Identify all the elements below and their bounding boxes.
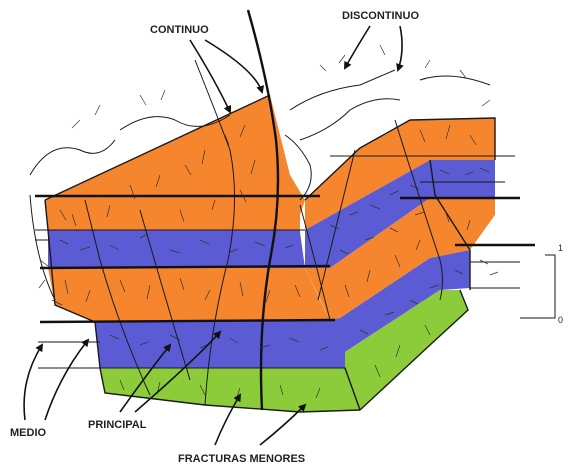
- arrow-continuo-2: [205, 40, 262, 92]
- label-continuo: CONTINUO: [150, 24, 209, 36]
- top-orange-face: [45, 95, 305, 230]
- label-discontinuo: DISCONTINUO: [342, 10, 419, 22]
- arrow-medio-2: [45, 340, 88, 420]
- blue-layer-lower: [95, 320, 345, 368]
- label-principal: PRINCIPAL: [88, 419, 147, 431]
- arrow-continuo-1: [190, 40, 230, 112]
- label-fracturas-menores: FRACTURAS MENORES: [178, 453, 305, 465]
- green-base-layer: [100, 368, 360, 412]
- label-medio: MEDIO: [10, 427, 47, 439]
- scale-bottom-label: 0: [558, 315, 563, 325]
- scale-bar: 1 0: [520, 243, 563, 325]
- arrow-discontinuo-1: [345, 26, 370, 68]
- arrow-discontinuo-2: [398, 26, 402, 70]
- scale-top-label: 1: [558, 243, 563, 253]
- blue-layer-upper: [48, 230, 305, 268]
- arrow-medio-1: [24, 345, 42, 420]
- orange-layer-middle: [48, 268, 330, 322]
